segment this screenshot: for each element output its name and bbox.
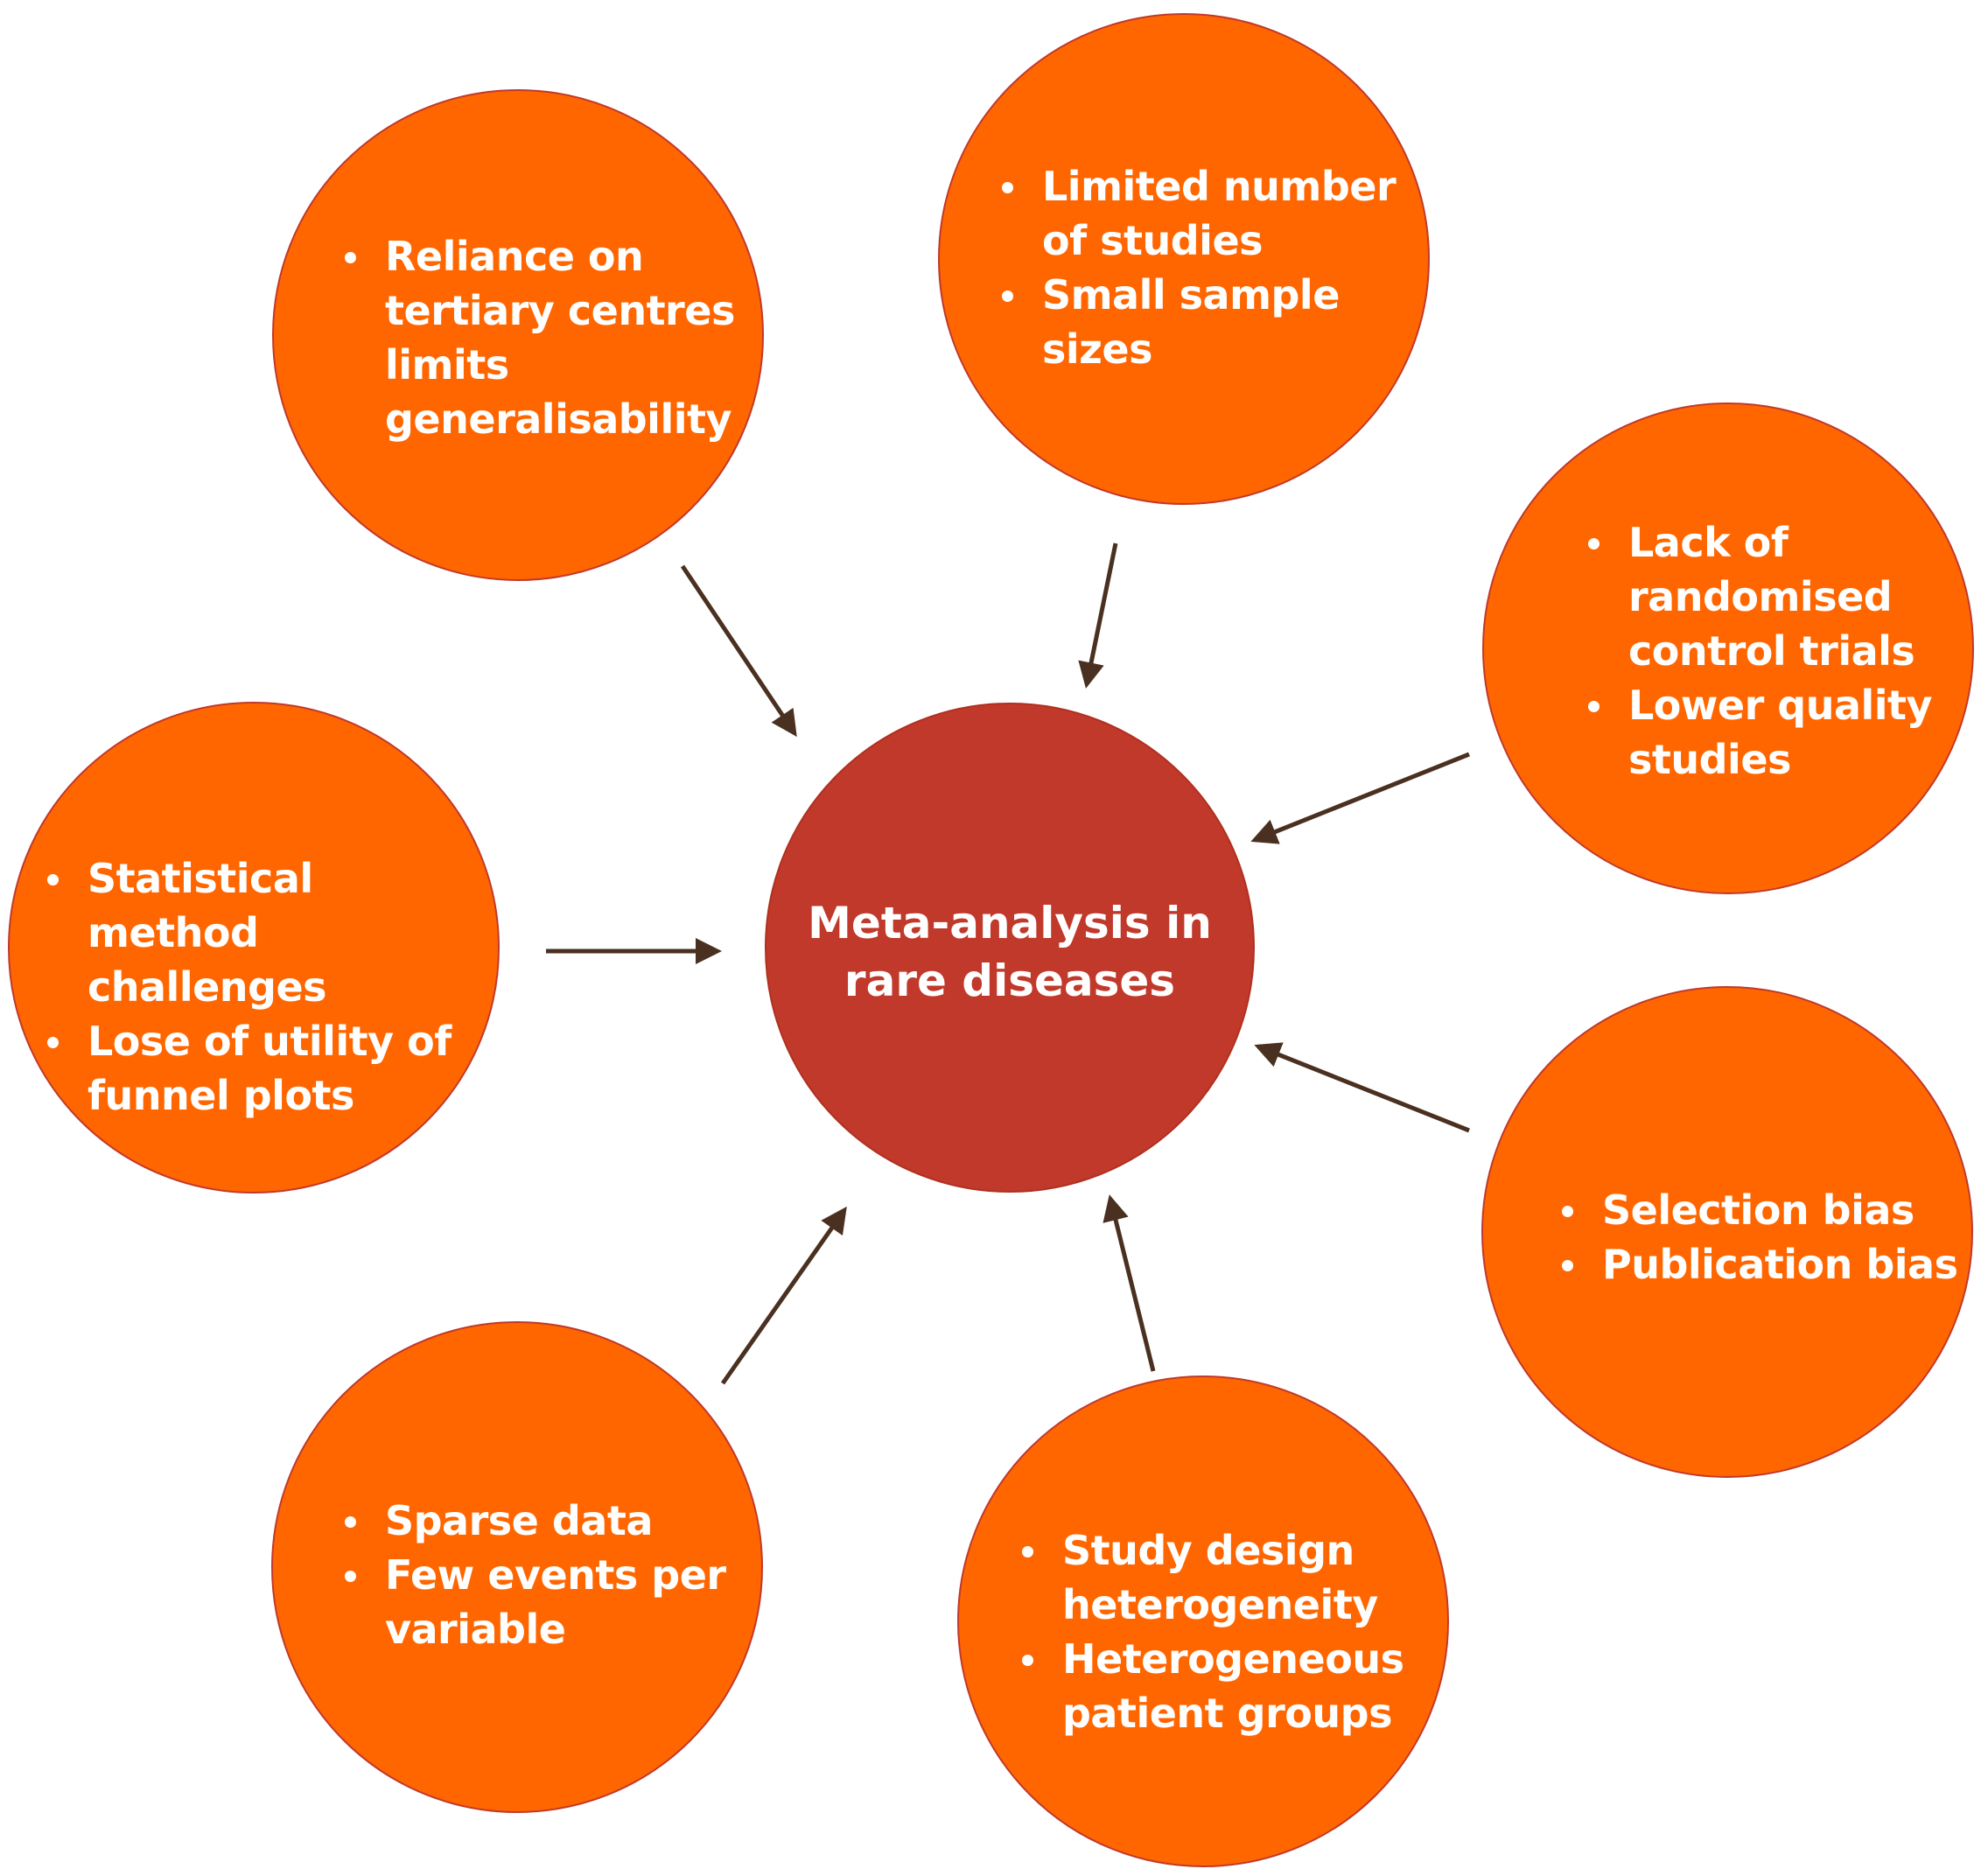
bullet-item: Lack of randomised control trials — [1588, 515, 1935, 678]
bullet-item: Publication bias — [1562, 1237, 1981, 1292]
arrow-bias — [1254, 1042, 1470, 1133]
node-rct — [1482, 402, 1974, 894]
bullet-item: Sparse data — [345, 1494, 735, 1548]
node-design-text: Study design heterogeneity Heterogeneous… — [1022, 1523, 1412, 1740]
node-design — [957, 1376, 1449, 1867]
node-limited-text: Limited number of studies Small sample s… — [1002, 159, 1410, 376]
bullet-item: Small sample sizes — [1002, 268, 1410, 376]
node-reliance — [272, 89, 764, 581]
center-node — [765, 703, 1255, 1193]
node-bias — [1481, 986, 1973, 1478]
bullet-item: Limited number of studies — [1002, 159, 1410, 268]
center-title: Meta-analysis in rare diseases — [808, 898, 1212, 1006]
node-statistical — [8, 702, 500, 1194]
arrow-sparse — [720, 1206, 847, 1385]
bullet-item: Selection bias — [1562, 1183, 1981, 1237]
bullet-item: Few events per variable — [345, 1548, 735, 1656]
arrow-limited — [1078, 542, 1118, 689]
node-sparse-text: Sparse data Few events per variable — [345, 1494, 735, 1656]
bullet-item: Statistical method challenges — [47, 851, 490, 1014]
node-statistical-text: Statistical method challenges Lose of ut… — [47, 851, 490, 1123]
arrow-reliance — [680, 564, 797, 738]
node-reliance-text: Reliance on tertiary centres limits gene… — [345, 229, 735, 446]
arrow-design — [1102, 1194, 1156, 1372]
bullet-item: Reliance on tertiary centres limits gene… — [345, 229, 735, 446]
node-bias-text: Selection bias Publication bias — [1562, 1183, 1981, 1292]
bullet-item: Study design heterogeneity — [1022, 1523, 1412, 1632]
node-sparse — [271, 1321, 763, 1813]
bullet-item: Lose of utility of funnel plots — [47, 1014, 490, 1123]
node-limited — [938, 13, 1430, 505]
node-rct-text: Lack of randomised control trials Lower … — [1588, 515, 1935, 787]
bullet-item: Heterogeneous patient groups — [1022, 1632, 1412, 1740]
arrow-rct — [1250, 752, 1470, 844]
bullet-item: Lower quality studies — [1588, 678, 1935, 787]
